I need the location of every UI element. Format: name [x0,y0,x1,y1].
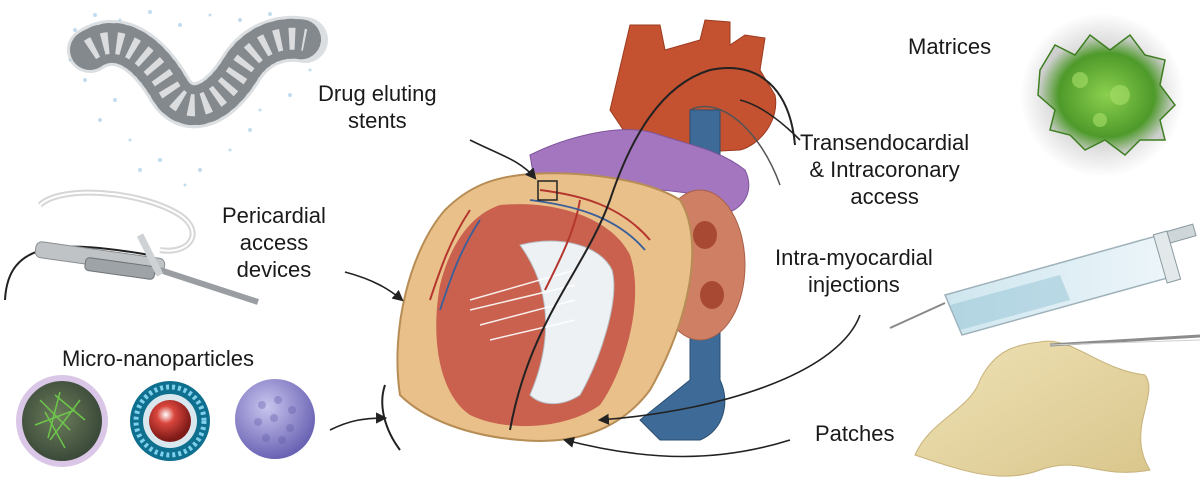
arrow-intramyocardial [597,314,861,425]
catheter-device-icon [4,189,259,305]
arrow-drug-eluting-stents [469,139,537,180]
label-transendocardial: Transendocardial & Intracoronary access [800,129,969,210]
arrows [329,99,861,458]
label-intramyocardial-line2: injections [808,272,900,297]
arrow-pericardial [344,271,404,302]
label-matrices: Matrices [908,34,992,59]
stent-icon [67,10,328,187]
label-pericardial: Pericardial access devices [222,202,326,283]
label-micro-nanoparticles: Micro-nanoparticles [62,346,254,371]
arrow-patches [562,436,791,458]
arrow-transendocardial [739,99,801,141]
liposome-icon [130,381,210,461]
label-intramyocardial: Intra-myocardial injections [775,244,933,298]
nanoparticle-icon [16,375,108,467]
heart-illustration [381,19,796,451]
label-transendocardial-line3: access [850,184,919,209]
matrix-sponge-icon [1020,13,1184,177]
label-pericardial-line1: Pericardial [222,203,326,228]
label-drug-eluting-stents-line2: stents [347,108,407,133]
syringe-icon [889,223,1197,336]
label-drug-eluting-stents-line1: Drug eluting [318,81,437,106]
label-transendocardial-line2: & Intracoronary [809,157,960,182]
label-drug-eluting-stents: Drug eluting stents [318,80,437,134]
porous-sphere-icon [235,379,315,459]
label-patches: Patches [815,421,895,446]
label-transendocardial-line1: Transendocardial [800,130,970,155]
label-pericardial-line2: access [239,230,309,255]
arrow-micro-nanoparticles [329,412,388,431]
patch-film-icon [914,334,1200,477]
label-pericardial-line3: devices [236,257,312,282]
label-intramyocardial-line1: Intra-myocardial [775,245,933,270]
